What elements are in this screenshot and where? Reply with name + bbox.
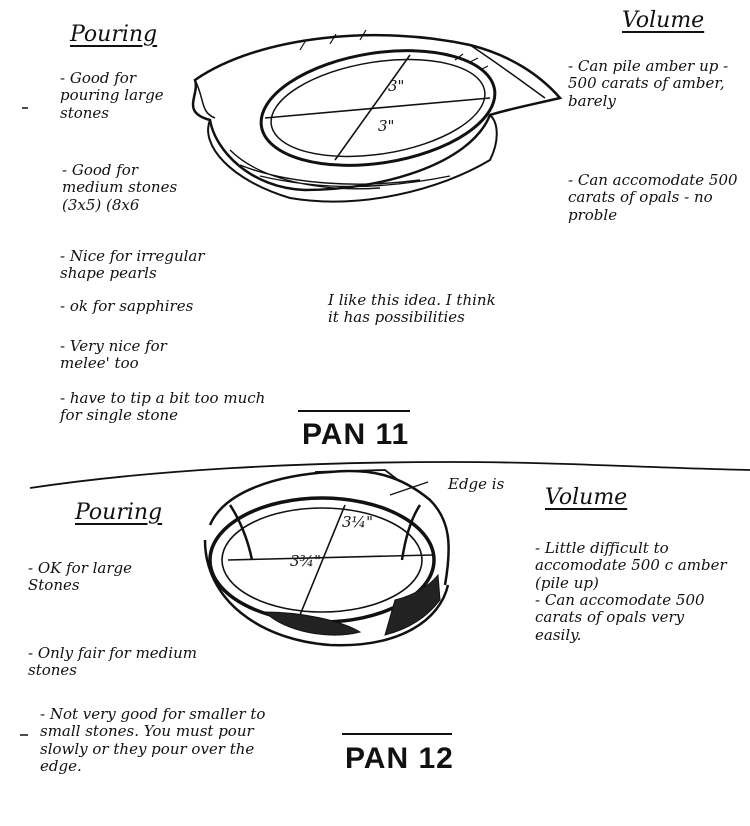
pan11-pouring-note-2: - Good for medium stones (3x5) (8x6: [62, 161, 178, 214]
pan11-pouring-heading: Pouring: [70, 22, 158, 47]
pan11-pouring-note-4: - ok for sapphires: [60, 297, 194, 315]
pan12-label: PAN 12: [345, 742, 454, 775]
pan11-volume-heading: Volume: [622, 8, 705, 33]
comment-note: I like this idea. I think it has possibi…: [328, 291, 496, 327]
pan12-dimension-side: 3¾": [290, 552, 321, 570]
pan11-volume-note-1: - Can pile amber up - 500 carats of ambe…: [568, 57, 729, 110]
pan-12-sketch: [203, 469, 450, 647]
pan-11-sketch: [191, 29, 563, 203]
pan12-pouring-note-3: - Not very good for smaller to small sto…: [40, 705, 266, 775]
pan12-label-rule: [342, 733, 452, 735]
section-divider: [29, 461, 750, 489]
pan12-volume-note-1: - Little difficult to accomodate 500 c a…: [535, 539, 727, 592]
pan12-pouring-heading: Pouring: [75, 500, 163, 525]
pan11-label-rule: [298, 410, 410, 412]
pan12-pouring-note-2: - Only fair for medium stones: [28, 644, 197, 680]
pan12-volume-heading: Volume: [545, 485, 628, 510]
pan12-volume-note-2: - Can accomodate 500 carats of opals ver…: [535, 591, 705, 644]
pan11-dimension-top: 3": [388, 77, 405, 95]
pan12-pouring-note-1: - OK for large Stones: [28, 559, 133, 595]
pan11-volume-note-2: - Can accomodate 500 carats of opals - n…: [568, 171, 738, 224]
pan11-dimension-side: 3": [378, 117, 395, 135]
pan12-dimension-top: 3¼": [342, 513, 373, 531]
pan12-edge-note: Edge is: [448, 475, 505, 493]
pan11-label: PAN 11: [302, 418, 410, 451]
pan11-pouring-note-1: - Good for pouring large stones: [60, 69, 164, 122]
pan11-pouring-note-6: - have to tip a bit too much for single …: [60, 389, 266, 425]
pan11-pouring-note-3: - Nice for irregular shape pearls: [60, 247, 205, 283]
pan11-pouring-note-5: - Very nice for melee' too: [60, 337, 167, 373]
